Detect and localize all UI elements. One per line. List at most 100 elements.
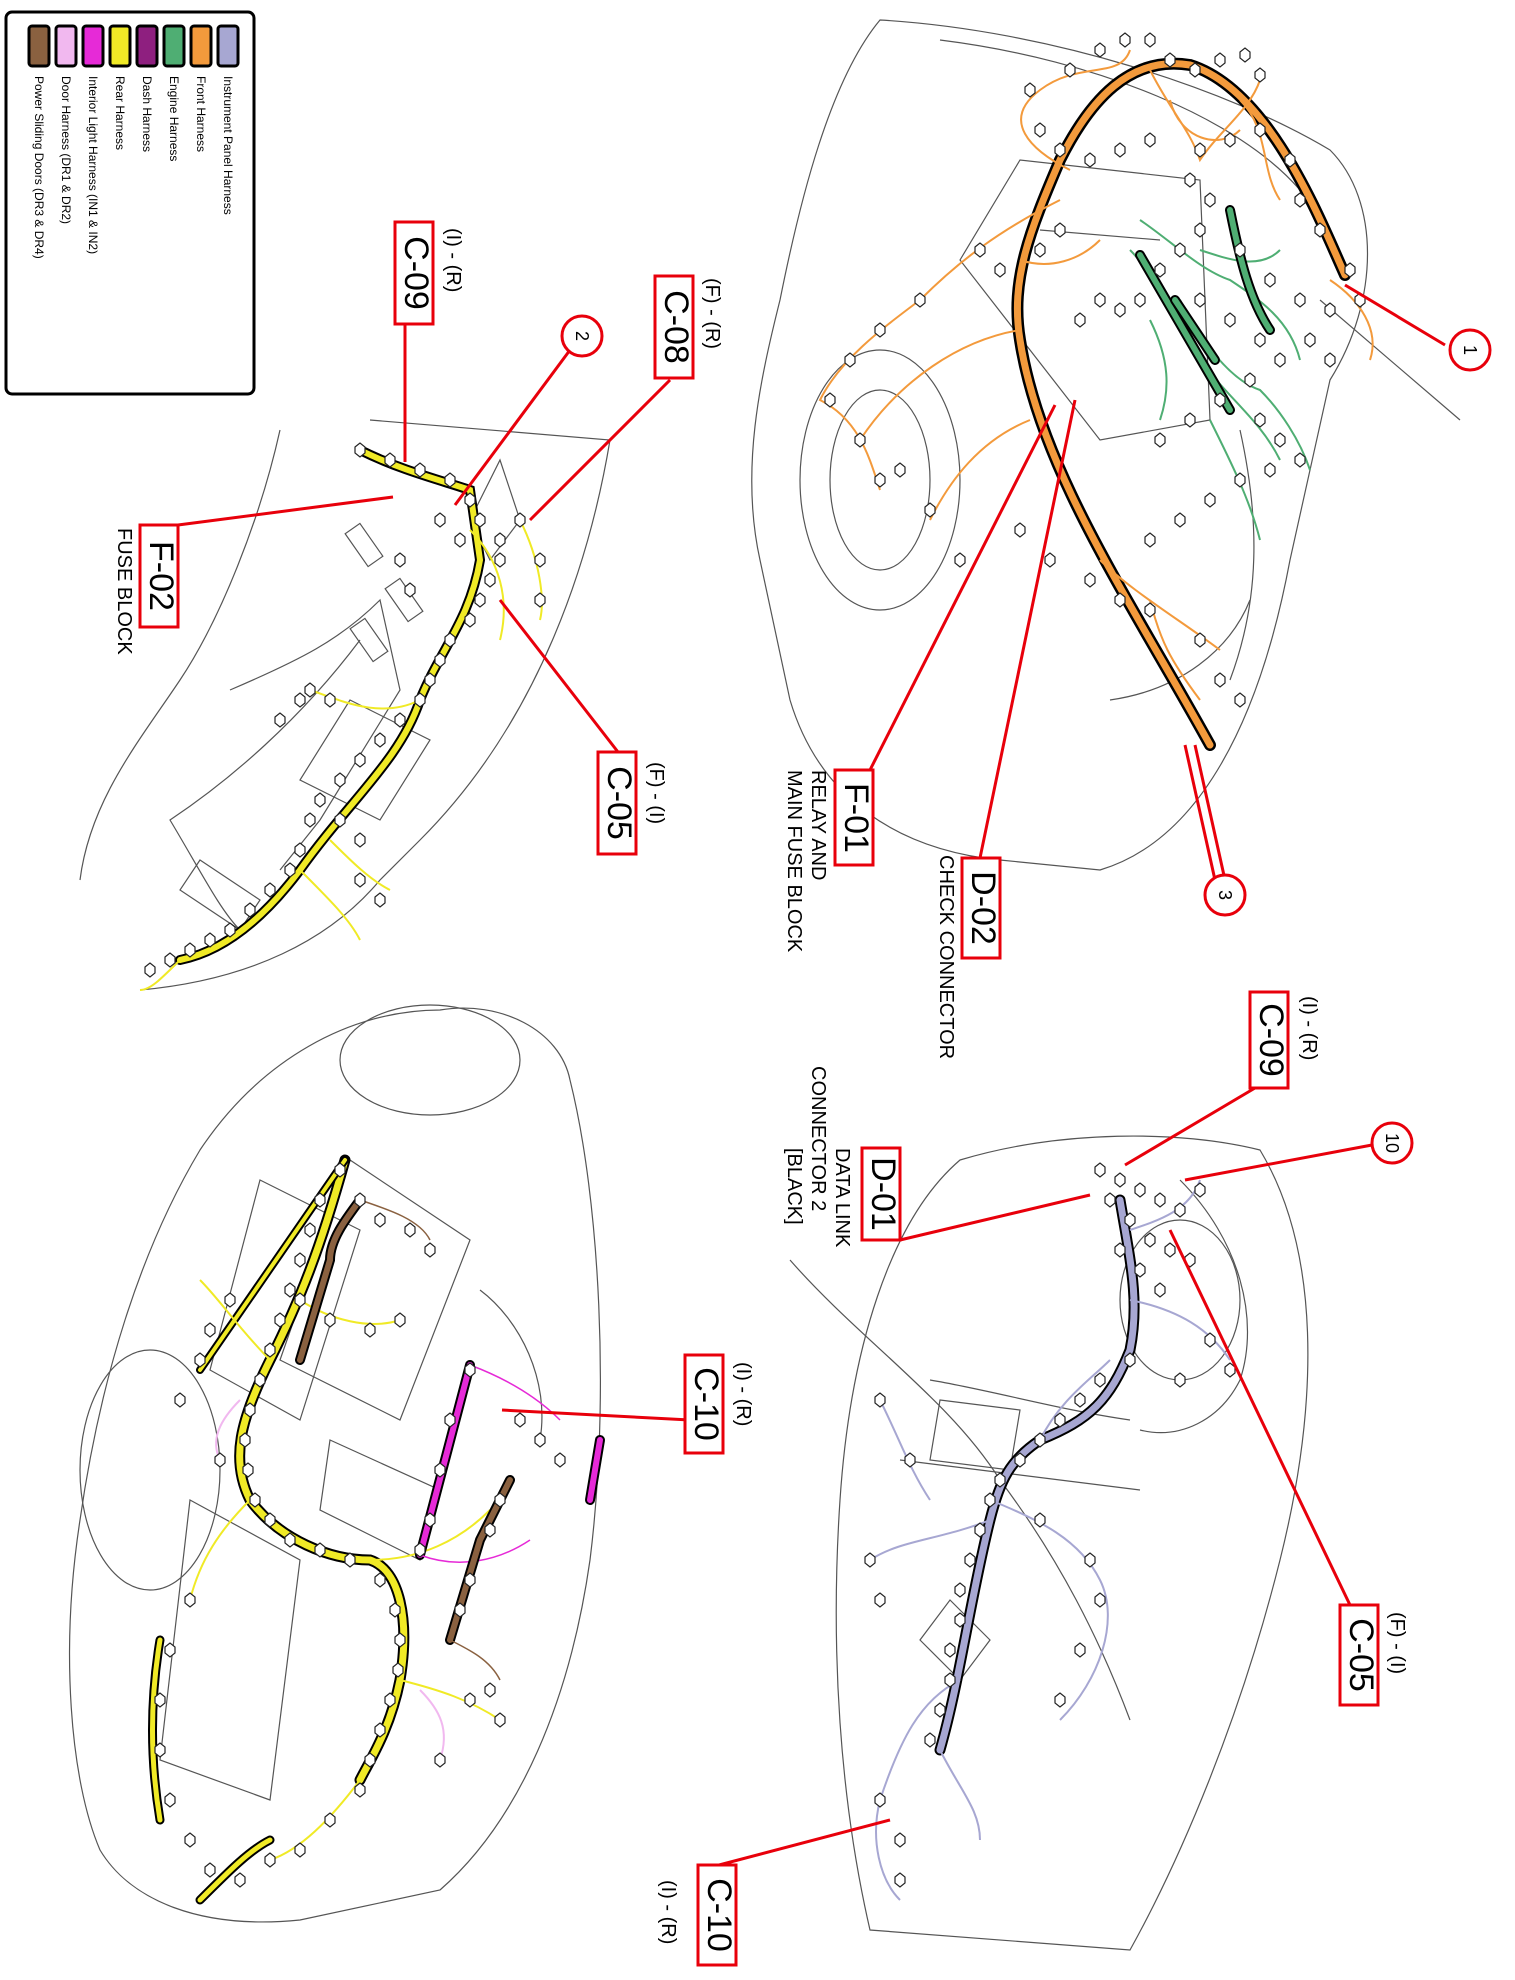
callout-3-circle [1203, 873, 1247, 917]
callout-3-number: 3 [1215, 890, 1235, 900]
connector-icon [434, 1462, 446, 1478]
connector-icon [154, 1742, 166, 1758]
connector-icon [514, 512, 526, 528]
connector-icon [1034, 1512, 1046, 1528]
connector-icon [514, 1412, 526, 1428]
connector-icon [1054, 1692, 1066, 1708]
dash-c05-code: C-05 [600, 766, 638, 840]
connector-icon [374, 1722, 386, 1738]
connector-icon [144, 962, 156, 978]
d02-label-box [960, 856, 1002, 960]
dash-c08-code: C-08 [657, 290, 695, 364]
f01-line2: MAIN FUSE BLOCK [783, 770, 805, 953]
dash-c05-label-box [596, 750, 638, 856]
connector-icon [434, 652, 446, 668]
connector-icon [274, 712, 286, 728]
connector-icon [1314, 222, 1326, 238]
connector-icon [1189, 62, 1201, 78]
connector-icon [844, 352, 856, 368]
legend-swatch [162, 24, 186, 68]
connector-icon [494, 1492, 506, 1508]
connector-icon [164, 1792, 176, 1808]
connector-icon [1224, 1362, 1236, 1378]
connector-icon [1254, 332, 1266, 348]
connector-icon [234, 1872, 246, 1888]
connector-icon [934, 1702, 946, 1718]
connector-icon [374, 892, 386, 908]
connector-icon [1194, 142, 1206, 158]
connector-icon [224, 1292, 236, 1308]
connector-icon [404, 582, 416, 598]
connector-icon [1234, 692, 1246, 708]
legend-label: Door Harness (DR1 & DR2) [59, 76, 73, 224]
connector-icon [1034, 122, 1046, 138]
d01-line1: DATA LINK [831, 1148, 853, 1248]
legend-label: Power Sliding Doors (DR3 & DR4) [32, 76, 46, 259]
connector-icon [1184, 412, 1196, 428]
connector-icon [964, 1552, 976, 1568]
body-c10-code: C-10 [687, 1367, 725, 1441]
connector-icon [1114, 302, 1126, 318]
connector-icon [1164, 1242, 1176, 1258]
legend-swatch [27, 24, 51, 68]
connector-icon [954, 552, 966, 568]
connector-icon [894, 462, 906, 478]
connector-icon [1094, 292, 1106, 308]
connector-icon [1154, 1282, 1166, 1298]
connector-icon [864, 1552, 876, 1568]
connector-icon [354, 832, 366, 848]
connector-icon [944, 1672, 956, 1688]
connector-icon [1134, 1182, 1146, 1198]
connector-icon [389, 1602, 401, 1618]
connector-icon [392, 1662, 404, 1678]
connector-icon [894, 1832, 906, 1848]
connector-icon [494, 552, 506, 568]
connector-icon [184, 942, 196, 958]
connector-icon [1254, 67, 1266, 83]
legend-label: Engine Harness [167, 76, 181, 161]
connector-icon [494, 532, 506, 548]
connector-icon [1254, 412, 1266, 428]
f01-line1: RELAY AND [807, 770, 829, 880]
connector-icon [1294, 292, 1306, 308]
connector-icon [294, 1292, 306, 1308]
connector-icon [154, 1692, 166, 1708]
ip-c09-code: C-09 [1252, 1003, 1290, 1077]
callout-1-number: 1 [1460, 345, 1480, 355]
connector-icon [1239, 47, 1251, 63]
ip-c10-code: C-10 [700, 1878, 738, 1952]
connector-icon [364, 1322, 376, 1338]
f02-code: F-02 [142, 541, 180, 611]
engine-compartment-view: 1 3 F-01 RELAY AND MAIN FUSE BLOCK D-02 … [751, 19, 1492, 1059]
connector-icon [1114, 592, 1126, 608]
connector-icon [1224, 312, 1236, 328]
callout-1-circle [1448, 328, 1492, 372]
connector-icon [1194, 292, 1206, 308]
connector-icon [354, 752, 366, 768]
connector-icon [904, 1452, 916, 1468]
connector-icon [1264, 272, 1276, 288]
connector-icon [294, 1842, 306, 1858]
connector-icon [1024, 82, 1036, 98]
connector-icon [494, 1712, 506, 1728]
f02-line1: FUSE BLOCK [113, 528, 135, 655]
legend-swatch [135, 24, 159, 68]
connector-icon [414, 692, 426, 708]
connector-icon [1174, 512, 1186, 528]
connector-icon [364, 1752, 376, 1768]
connector-icon [824, 392, 836, 408]
connector-icon [974, 1522, 986, 1538]
connector-icon [484, 1522, 496, 1538]
connector-icon [1174, 242, 1186, 258]
body-c10-label-box [683, 1353, 725, 1455]
connector-icon [954, 1582, 966, 1598]
connector-icon [1214, 52, 1226, 68]
connector-icon [1144, 602, 1156, 618]
body-c10-sub: (I) - (R) [732, 1362, 754, 1426]
d01-line2: CONNECTOR 2 [807, 1066, 829, 1211]
connector-icon [464, 1362, 476, 1378]
connector-icon [284, 1532, 296, 1548]
connector-icon [264, 1852, 276, 1868]
